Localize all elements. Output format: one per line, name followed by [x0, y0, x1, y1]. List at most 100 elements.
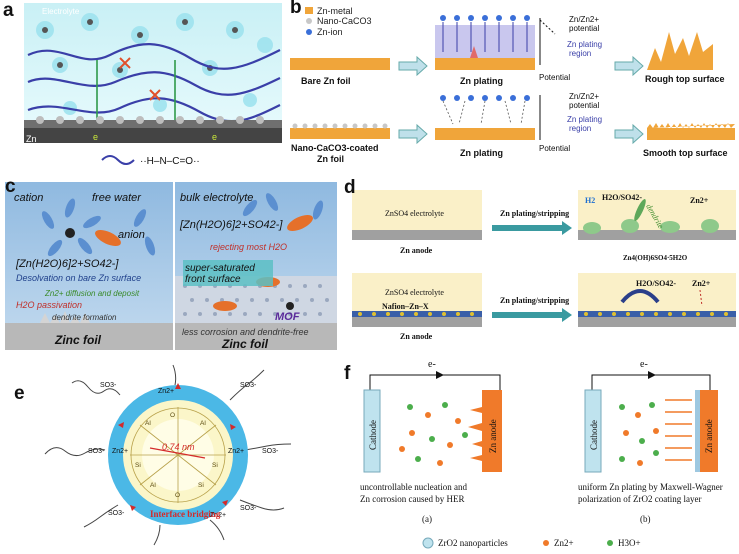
cathode-a	[363, 389, 381, 473]
znso4-label-1: ZnSO4 electrolyte	[385, 209, 444, 218]
svg-text:SO3-: SO3-	[88, 448, 105, 455]
dendrite-clusters	[583, 219, 719, 234]
plated-coated-foil-bar	[435, 128, 535, 140]
panel-a: Zn e e Electrolyte ··H–N–C=O·· a	[0, 0, 285, 178]
ions-a	[399, 402, 468, 466]
potential-line-1	[539, 19, 556, 35]
zn-anode-bar-4	[578, 317, 736, 327]
zn2plus-label-1: Zn2+	[690, 196, 709, 205]
free-water-label: free water	[92, 192, 142, 204]
zn-anode-label-2: Zn anode	[400, 332, 433, 341]
plating-region-label-2a: Zn plating	[567, 115, 602, 124]
svg-text:Zn2+: Zn2+	[228, 448, 244, 455]
plating-stripping-label-1: Zn plating/stripping	[500, 209, 569, 218]
svg-text:Zn2+: Zn2+	[158, 388, 174, 395]
plating-region-label-1a: Zn plating	[567, 40, 602, 49]
caption-a-2: Zn corrosion caused by HER	[360, 494, 464, 504]
field-arrows-b	[665, 399, 692, 461]
right-anion	[287, 214, 313, 232]
interface-bridging-label: Interface bridging	[150, 509, 221, 519]
nafion-dots-1	[358, 312, 474, 316]
zn-ions-row1	[440, 15, 530, 21]
svg-text:Zn2+: Zn2+	[210, 512, 226, 519]
less-corrosion-label: less corrosion and dendrite-free	[182, 327, 309, 337]
coated-foil-label-1: Nano-CaCO3-coated	[291, 143, 379, 153]
zn-plating-bottom-label: Zn plating	[460, 148, 503, 158]
panel-b-illustration: Zn-metal Nano-CaCO3 Zn-ion Bare Zn foil …	[290, 6, 735, 164]
ion-flux-arrows	[442, 22, 528, 52]
circuit-a	[369, 374, 501, 390]
cathode-label-b: Cathode	[589, 420, 599, 450]
h2o-so4-label-1: H2O/SO42-	[602, 193, 642, 202]
svg-text:SO3-: SO3-	[240, 382, 257, 389]
ion-flux-row2	[442, 100, 526, 125]
panel-f-label: f	[344, 363, 351, 384]
panel-f-illustration: e- Cathode Zn anode uncontrollable nucle…	[360, 359, 723, 549]
anion-label: anion	[118, 229, 145, 241]
super-saturated-box	[183, 260, 273, 286]
legend-zn-metal: Zn-metal	[317, 6, 353, 16]
electrolyte-label: Electrolyte	[42, 7, 80, 16]
legend-zn-metal-swatch	[305, 7, 313, 14]
desolvation-label: Desolvation on bare Zn surface	[16, 273, 141, 283]
plating-stripping-label-2: Zn plating/stripping	[500, 296, 569, 305]
smooth-surface-label: Smooth top surface	[643, 148, 728, 158]
zinc-atoms	[36, 116, 264, 124]
electron-label-a: e-	[428, 359, 436, 370]
nafion-dots-2	[584, 312, 728, 316]
svg-text:Zn2+: Zn2+	[112, 448, 128, 455]
caption-b-1: uniform Zn plating by Maxwell-Wagner	[578, 482, 723, 492]
left-dendrites	[40, 311, 90, 323]
legend-zn-ion-swatch	[306, 29, 312, 35]
svg-text:Si: Si	[212, 462, 218, 469]
sulfonate-tails	[44, 364, 292, 546]
zn2plus-path	[699, 289, 703, 307]
svg-text:SO3-: SO3-	[100, 382, 117, 389]
anode-b	[700, 390, 718, 472]
circuit-arrow-a	[436, 371, 444, 379]
diffusion-label: Zn2+ diffusion and deposit	[44, 289, 140, 298]
anode-label-a: Zn anode	[488, 419, 498, 453]
zn-plating-top-label: Zn plating	[460, 76, 503, 86]
zro2-coating	[695, 390, 700, 472]
cathode-b	[584, 389, 602, 473]
coated-foil-label-2: Zn foil	[317, 154, 344, 164]
bare-foil-label: Bare Zn foil	[301, 76, 351, 86]
svg-text:Si: Si	[135, 462, 141, 469]
distance-marker	[149, 447, 206, 459]
caco3-coating	[292, 123, 388, 129]
mof-label: MOF	[275, 311, 300, 323]
zn-anode-bar-2	[578, 230, 736, 240]
ring-zn-ions: Zn2+ Zn2+ Zn2+ Zn2+	[112, 388, 244, 519]
electrolyte-box-3	[352, 273, 482, 311]
super-saturated-label-1: super-saturated	[185, 263, 255, 274]
zinc-foil-left-label: Zinc foil	[54, 333, 102, 347]
blocked-markers	[119, 57, 161, 101]
caption-b-2: polarization of ZrO2 coating layer	[578, 494, 701, 504]
mof-lattice	[183, 284, 329, 316]
legend-zn2-swatch	[543, 540, 549, 546]
panel-c-label: c	[5, 178, 16, 197]
bare-foil-bar	[290, 58, 390, 70]
electron-label-1: e	[93, 132, 98, 142]
smooth-surface	[647, 128, 735, 140]
dendrite-tip	[470, 46, 478, 58]
electrolyte-box-4	[578, 273, 736, 311]
zn2plus-label-2: Zn2+	[692, 279, 711, 288]
svg-text:SO3-: SO3-	[240, 505, 257, 512]
legend-zn-ion: Zn-ion	[317, 27, 343, 37]
solvation-left-label: [Zn(H2O)6]2+SO42-]	[15, 258, 119, 270]
plating-region-label-2b: region	[569, 124, 591, 133]
arrow-row1-a	[398, 55, 428, 77]
legend-zn2: Zn2+	[554, 538, 574, 548]
arrow-row1-b	[614, 55, 644, 77]
arrow-row2-a	[398, 123, 428, 145]
plating-region-label-1b: region	[569, 49, 591, 58]
svg-text:O: O	[170, 412, 175, 419]
legend-caco3-swatch	[306, 18, 312, 24]
panel-a-label: a	[3, 0, 14, 21]
panel-c-illustration: cation free water anion [Zn(H2O)6]2+SO42…	[5, 182, 337, 351]
